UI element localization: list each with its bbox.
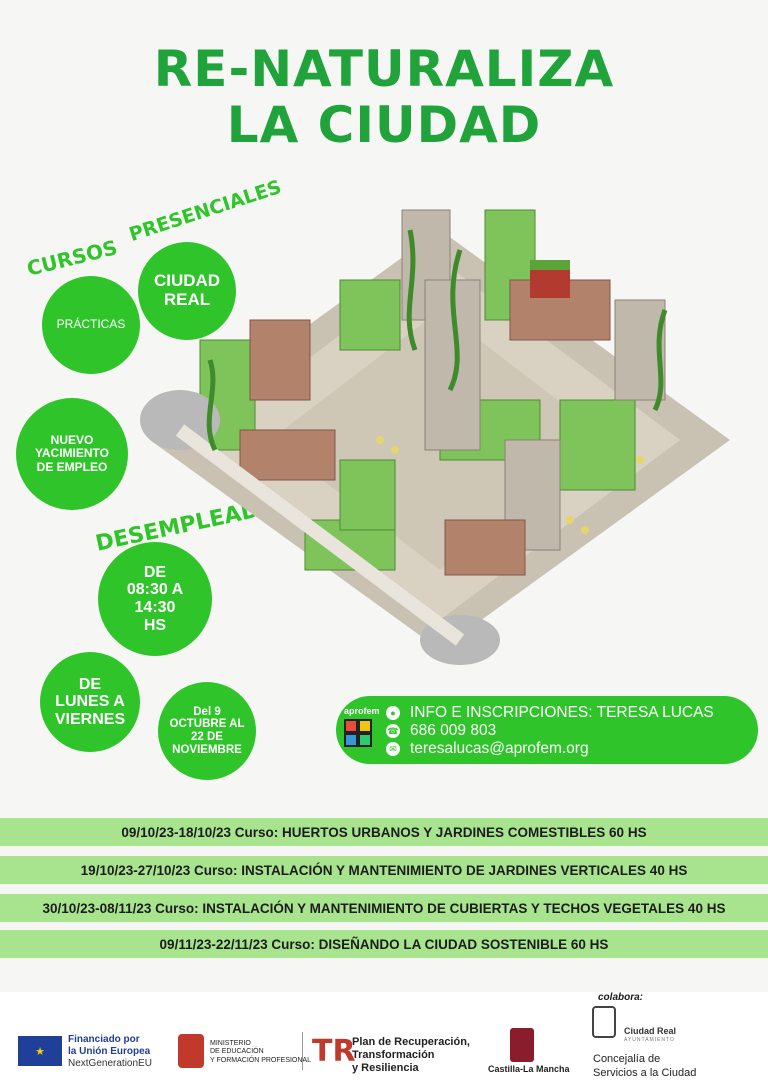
clm-crest-icon (510, 1028, 534, 1062)
coat-of-arms-icon (178, 1034, 204, 1068)
aprofem-logo: aprofem (344, 706, 380, 754)
course-row: 09/11/23-22/11/23 Curso: DISEÑANDO LA CI… (0, 930, 768, 958)
clm-text: Castilla-La Mancha (488, 1064, 570, 1074)
course-row: 09/10/23-18/10/23 Curso: HUERTOS URBANOS… (0, 818, 768, 846)
cursos-label: CURSOS (24, 235, 120, 281)
title-line-1: RE-NATURALIZA (153, 40, 615, 98)
horario-circle: DE 08:30 A 14:30 HS (98, 542, 212, 656)
concejalia-text: Concejalía de Servicios a la Ciudad (593, 1052, 696, 1081)
concejalia-line-1: Concejalía de (593, 1053, 661, 1065)
ayuntamiento-text: AYUNTAMIENTO (624, 1037, 675, 1043)
title-line-2: LA CIUDAD (226, 96, 542, 154)
course-row: 19/10/23-27/10/23 Curso: INSTALACIÓN Y M… (0, 856, 768, 884)
nuevo-yacimiento-circle: NUEVO YACIMIENTO DE EMPLEO (16, 398, 128, 510)
info-heading: INFO E INSCRIPCIONES: TERESA LUCAS (410, 704, 714, 721)
dias-text: DE LUNES A VIERNES (54, 675, 126, 728)
course-text: 19/10/23-27/10/23 Curso: INSTALACIÓN Y M… (80, 862, 688, 878)
ministerio-line-2: DE EDUCACIÓN (210, 1048, 264, 1056)
colabora-label: colabora: (598, 992, 644, 1003)
practicas-circle: PRÁCTICAS (42, 276, 140, 374)
plan-line-2: Transformación (352, 1049, 435, 1062)
eu-text: Financiado por la Unión Europea NextGene… (68, 1034, 152, 1070)
plan-text: Plan de Recuperación, Transformación y R… (352, 1036, 470, 1076)
mail-icon: ✉ (386, 742, 400, 756)
info-heading-row: ● INFO E INSCRIPCIONES: TERESA LUCAS (386, 704, 714, 722)
city-illustration (140, 209, 730, 665)
info-phone-row: ☎ 686 009 803 (386, 722, 714, 740)
info-email-row: ✉ teresalucas@aprofem.org (386, 740, 714, 758)
practicas-text: PRÁCTICAS (56, 317, 126, 332)
nuevo-yacimiento-text: NUEVO YACIMIENTO DE EMPLEO (34, 433, 109, 474)
eu-line-2: la Unión Europea (68, 1046, 151, 1057)
concejalia-line-2: Servicios a la Ciudad (593, 1067, 697, 1080)
course-text: 09/11/23-22/11/23 Curso: DISEÑANDO LA CI… (159, 936, 609, 952)
course-row: 30/10/23-08/11/23 Curso: INSTALACIÓN Y M… (0, 894, 768, 922)
dias-circle: DE LUNES A VIERNES (40, 652, 140, 752)
fechas-circle: Del 9 OCTUBRE AL 22 DE NOVIEMBRE (158, 682, 256, 780)
aprofem-logo-grid (344, 719, 372, 747)
footer (0, 992, 768, 1086)
ciudad-real-text: CIUDAD REAL (153, 271, 221, 309)
horario-text: DE 08:30 A 14:30 HS (126, 563, 184, 634)
info-panel: aprofem ● INFO E INSCRIPCIONES: TERESA LU… (336, 696, 758, 764)
footer-divider (302, 1032, 303, 1070)
user-icon: ● (386, 706, 400, 720)
course-text: 09/10/23-18/10/23 Curso: HUERTOS URBANOS… (121, 824, 647, 840)
plan-line-1: Plan de Recuperación, (352, 1036, 470, 1048)
aprofem-logo-text: aprofem (344, 706, 380, 716)
ministerio-line-1: MINISTERIO (210, 1040, 251, 1047)
eu-flag-icon: ★ (18, 1036, 62, 1066)
ministerio-text: MINISTERIO DE EDUCACIÓN Y FORMACIÓN PROF… (210, 1040, 311, 1065)
ministerio-line-3: Y FORMACIÓN PROFESIONAL (210, 1056, 311, 1064)
ciudad-real-logo-text: Ciudad Real (624, 1026, 677, 1036)
course-text: 30/10/23-08/11/23 Curso: INSTALACIÓN Y M… (42, 900, 726, 916)
info-phone[interactable]: 686 009 803 (410, 722, 497, 739)
plan-logo-icon: TR (312, 1034, 356, 1069)
eu-line-1: Financiado por (68, 1034, 140, 1045)
ciudad-real-circle: CIUDAD REAL (138, 242, 236, 340)
eu-line-3: NextGenerationEU (68, 1058, 152, 1069)
phone-icon: ☎ (386, 724, 400, 738)
plan-line-3: y Resiliencia (352, 1062, 419, 1075)
ciudad-real-crest-icon (592, 1006, 616, 1038)
fechas-text: Del 9 OCTUBRE AL 22 DE NOVIEMBRE (169, 705, 245, 756)
info-email[interactable]: teresalucas@aprofem.org (410, 740, 589, 757)
